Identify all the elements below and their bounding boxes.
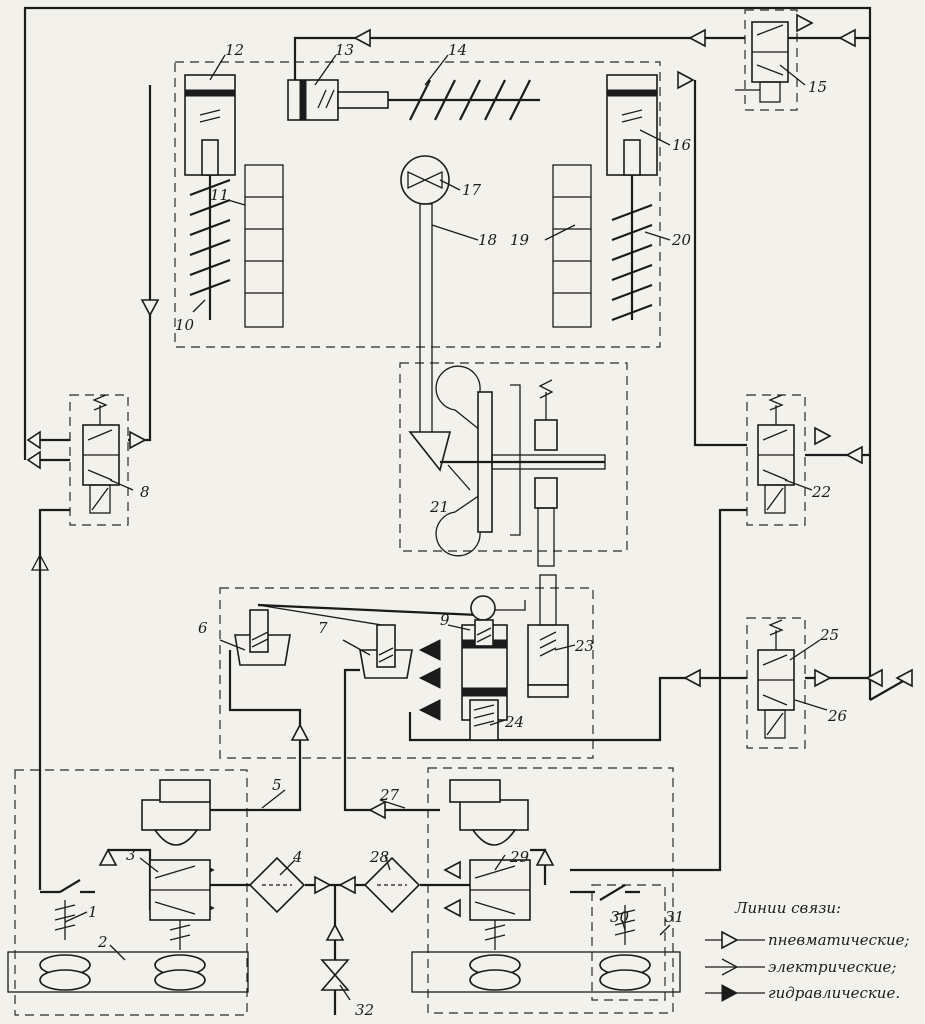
hydraulic-arrows [418, 639, 441, 721]
label-29: 29 [509, 848, 530, 866]
label-25: 25 [819, 626, 839, 644]
line-26-tap [869, 679, 906, 701]
label-9: 9 [440, 611, 450, 629]
legend-electric-label: электрические; [768, 958, 896, 976]
legend-title: Линии связи: [734, 899, 841, 917]
pedal-31 [411, 951, 681, 993]
left-control-box [14, 769, 248, 1016]
label-1: 1 [88, 903, 98, 921]
filter-4 [248, 856, 306, 914]
label-32: 32 [355, 1001, 374, 1019]
sensor-7 [359, 624, 413, 679]
label-26: 26 [827, 707, 848, 725]
stack-19 [552, 164, 592, 328]
electric-line-1-to-8 [38, 508, 70, 890]
valve-8 [82, 394, 120, 514]
line-27-to-7 [343, 668, 440, 812]
label-4: 4 [292, 848, 303, 866]
line-12-to-8 [128, 85, 152, 442]
clutch-21 [408, 365, 606, 567]
label-19: 19 [510, 231, 530, 249]
label-10: 10 [175, 316, 195, 334]
label-5: 5 [272, 776, 282, 794]
label-17: 17 [462, 181, 482, 199]
label-13: 13 [335, 41, 354, 59]
label-27: 27 [379, 786, 400, 804]
label-30: 30 [610, 908, 630, 926]
label-28: 28 [369, 848, 389, 866]
legend-pneumatic-label: пневматические; [768, 931, 910, 949]
label-8: 8 [140, 483, 150, 501]
legend-hydraulic-label: гидравлические. [768, 984, 900, 1002]
valve-22-box [746, 394, 806, 526]
label-22: 22 [811, 483, 831, 501]
label-11: 11 [210, 186, 229, 204]
switch-30 [570, 884, 640, 945]
label-15: 15 [808, 78, 827, 96]
legend-pneumatic-arrow [721, 930, 739, 950]
label-18: 18 [478, 231, 497, 249]
line-25-to-24 [408, 676, 747, 742]
switch-1 [40, 879, 95, 940]
cylinder-9-24 [461, 595, 526, 741]
valve-25 [757, 619, 795, 739]
sensor-6 [234, 603, 479, 666]
line-5-to-6 [210, 650, 302, 812]
label-16: 16 [672, 136, 692, 154]
right-control-box [427, 767, 674, 1014]
stack-11 [244, 164, 284, 328]
electric-line-30-to-22 [570, 508, 747, 872]
valve-29 [449, 779, 531, 950]
legend-electric-arrow [721, 958, 739, 976]
hydraulic-unit-box [219, 587, 594, 759]
label-12: 12 [225, 41, 244, 59]
valve-22 [757, 394, 795, 514]
pneumatic-arrows [26, 13, 913, 941]
pedal-2 [7, 951, 249, 993]
cylinder-12 [184, 74, 236, 320]
label-21: 21 [429, 498, 449, 516]
cylinder-23 [527, 574, 569, 698]
line-15-to-13 [293, 36, 745, 85]
label-31: 31 [665, 908, 684, 926]
valve-25-box [746, 617, 806, 749]
label-14: 14 [448, 41, 467, 59]
line-16-to-22 [693, 80, 747, 447]
clutch-unit-box [399, 362, 628, 552]
indicator-17 [400, 155, 450, 435]
legend-hydraulic-arrow [721, 984, 739, 1002]
press-frame-box [174, 61, 661, 348]
filter-28 [363, 856, 421, 914]
cylinder-13 [287, 79, 540, 121]
label-7: 7 [318, 619, 328, 637]
leader-lines [64, 54, 828, 1001]
label-2: 2 [97, 933, 108, 951]
component-labels: 1 2 3 4 5 6 7 8 9 10 11 12 13 14 15 16 1… [88, 41, 848, 1019]
valve-3 [141, 779, 211, 950]
legend: Линии связи: пневматические; электрическ… [705, 899, 910, 1002]
switch-30-box [591, 884, 666, 1001]
label-23: 23 [574, 637, 594, 655]
cylinder-16 [606, 74, 658, 322]
label-24: 24 [504, 713, 524, 731]
top-supply-line [23, 6, 872, 460]
valve-15 [735, 21, 789, 103]
label-6: 6 [198, 619, 208, 637]
valve-32 [320, 959, 350, 991]
label-3: 3 [126, 846, 136, 864]
valve-8-box [69, 394, 129, 526]
label-20: 20 [671, 231, 692, 249]
